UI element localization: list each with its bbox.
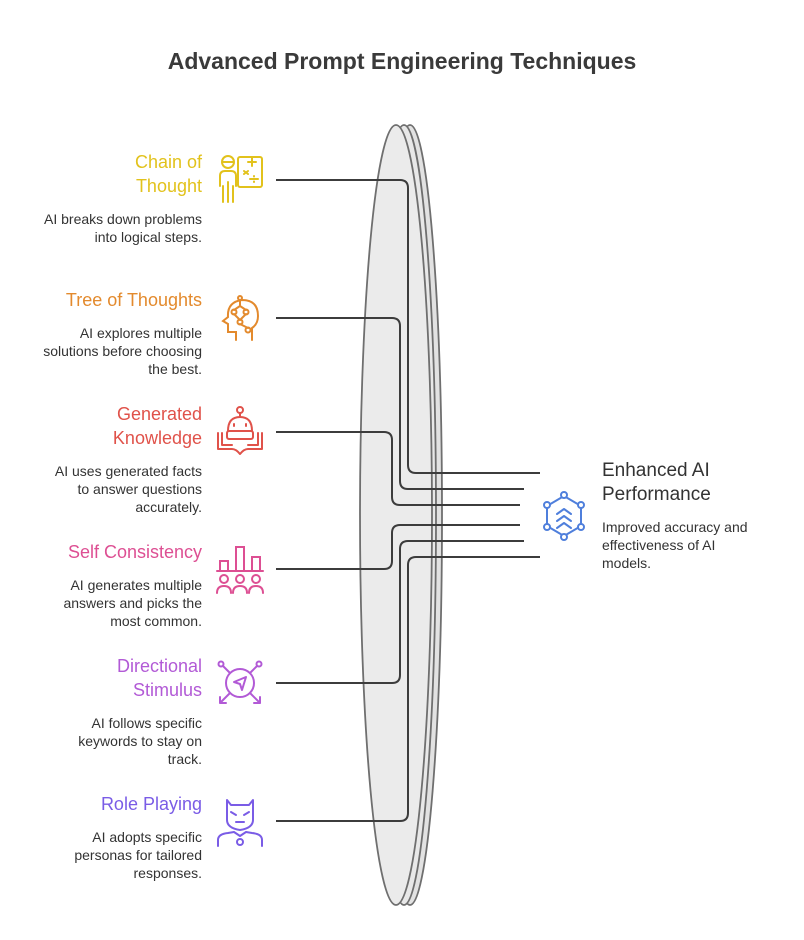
- technique-desc-chain-of-thought: AI breaks down problems into logical ste…: [44, 211, 202, 245]
- masked-hero-icon: [217, 799, 263, 847]
- connectors: [276, 179, 540, 822]
- connector-role-playing: [276, 556, 540, 822]
- lens-shape: [359, 124, 443, 906]
- technique-desc-self-consistency: AI generates multiple answers and picks …: [63, 577, 202, 629]
- technique-desc-generated-knowledge: AI uses generated facts to answer questi…: [54, 463, 202, 515]
- network-chevrons-icon: [543, 491, 585, 541]
- connector-generated-knowledge: [276, 431, 520, 506]
- people-chart-icon: [216, 546, 264, 594]
- technique-label-tree-of-thoughts: Tree of Thoughts: [65, 290, 202, 310]
- person-math-icon: [219, 155, 263, 203]
- outcome-title: Enhanced AI Performance: [602, 460, 711, 505]
- robot-book-icon: [217, 406, 263, 455]
- technique-label-chain-of-thought: Chain of Thought: [134, 152, 202, 196]
- technique-label-role-playing: Role Playing: [100, 794, 202, 814]
- technique-label-self-consistency: Self Consistency: [67, 542, 202, 562]
- compass-arrows-icon: [217, 660, 263, 704]
- connector-chain-of-thought: [276, 179, 540, 474]
- technique-desc-role-playing: AI adopts specific personas for tailored…: [74, 829, 202, 881]
- connector-directional-stimulus: [276, 540, 524, 684]
- technique-label-directional-stimulus: Directional Stimulus: [116, 656, 202, 700]
- technique-label-generated-knowledge: Generated Knowledge: [112, 404, 202, 448]
- technique-desc-tree-of-thoughts: AI explores multiple solutions before ch…: [43, 325, 202, 377]
- connector-tree-of-thoughts: [276, 317, 524, 490]
- page-title: Advanced Prompt Engineering Techniques: [167, 48, 637, 74]
- connector-self-consistency: [276, 524, 520, 570]
- technique-desc-directional-stimulus: AI follows specific keywords to stay on …: [78, 715, 202, 767]
- outcome-description: Improved accuracy and effectiveness of A…: [602, 519, 748, 571]
- head-circuit-icon: [221, 295, 260, 341]
